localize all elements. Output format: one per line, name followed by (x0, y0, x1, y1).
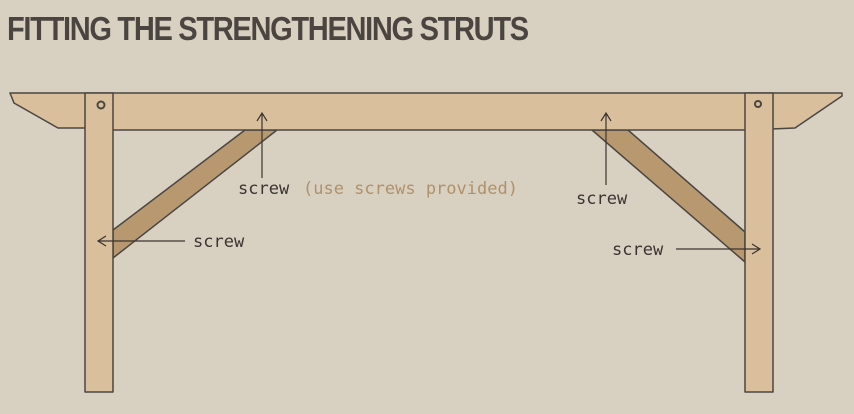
diagram-title: FITTING THE STRENGTHENING STRUTS (7, 10, 529, 47)
arrow-right-top (600, 111, 612, 185)
label-screw-left-side: screw (193, 232, 245, 252)
left-leg (84, 92, 114, 393)
label-screw-right-top: screw (576, 189, 628, 209)
arrow-left-top (256, 111, 268, 178)
right-bolt-icon (754, 100, 762, 108)
label-use-screws-provided: (use screws provided) (303, 179, 518, 199)
label-screw-left-top: screw (238, 179, 290, 199)
right-leg (744, 92, 774, 393)
arrow-left-side (96, 235, 185, 247)
left-bolt-icon (96, 100, 106, 110)
top-rail (9, 92, 843, 131)
label-screw-right-side: screw (612, 240, 664, 260)
arrow-right-side (676, 243, 762, 255)
